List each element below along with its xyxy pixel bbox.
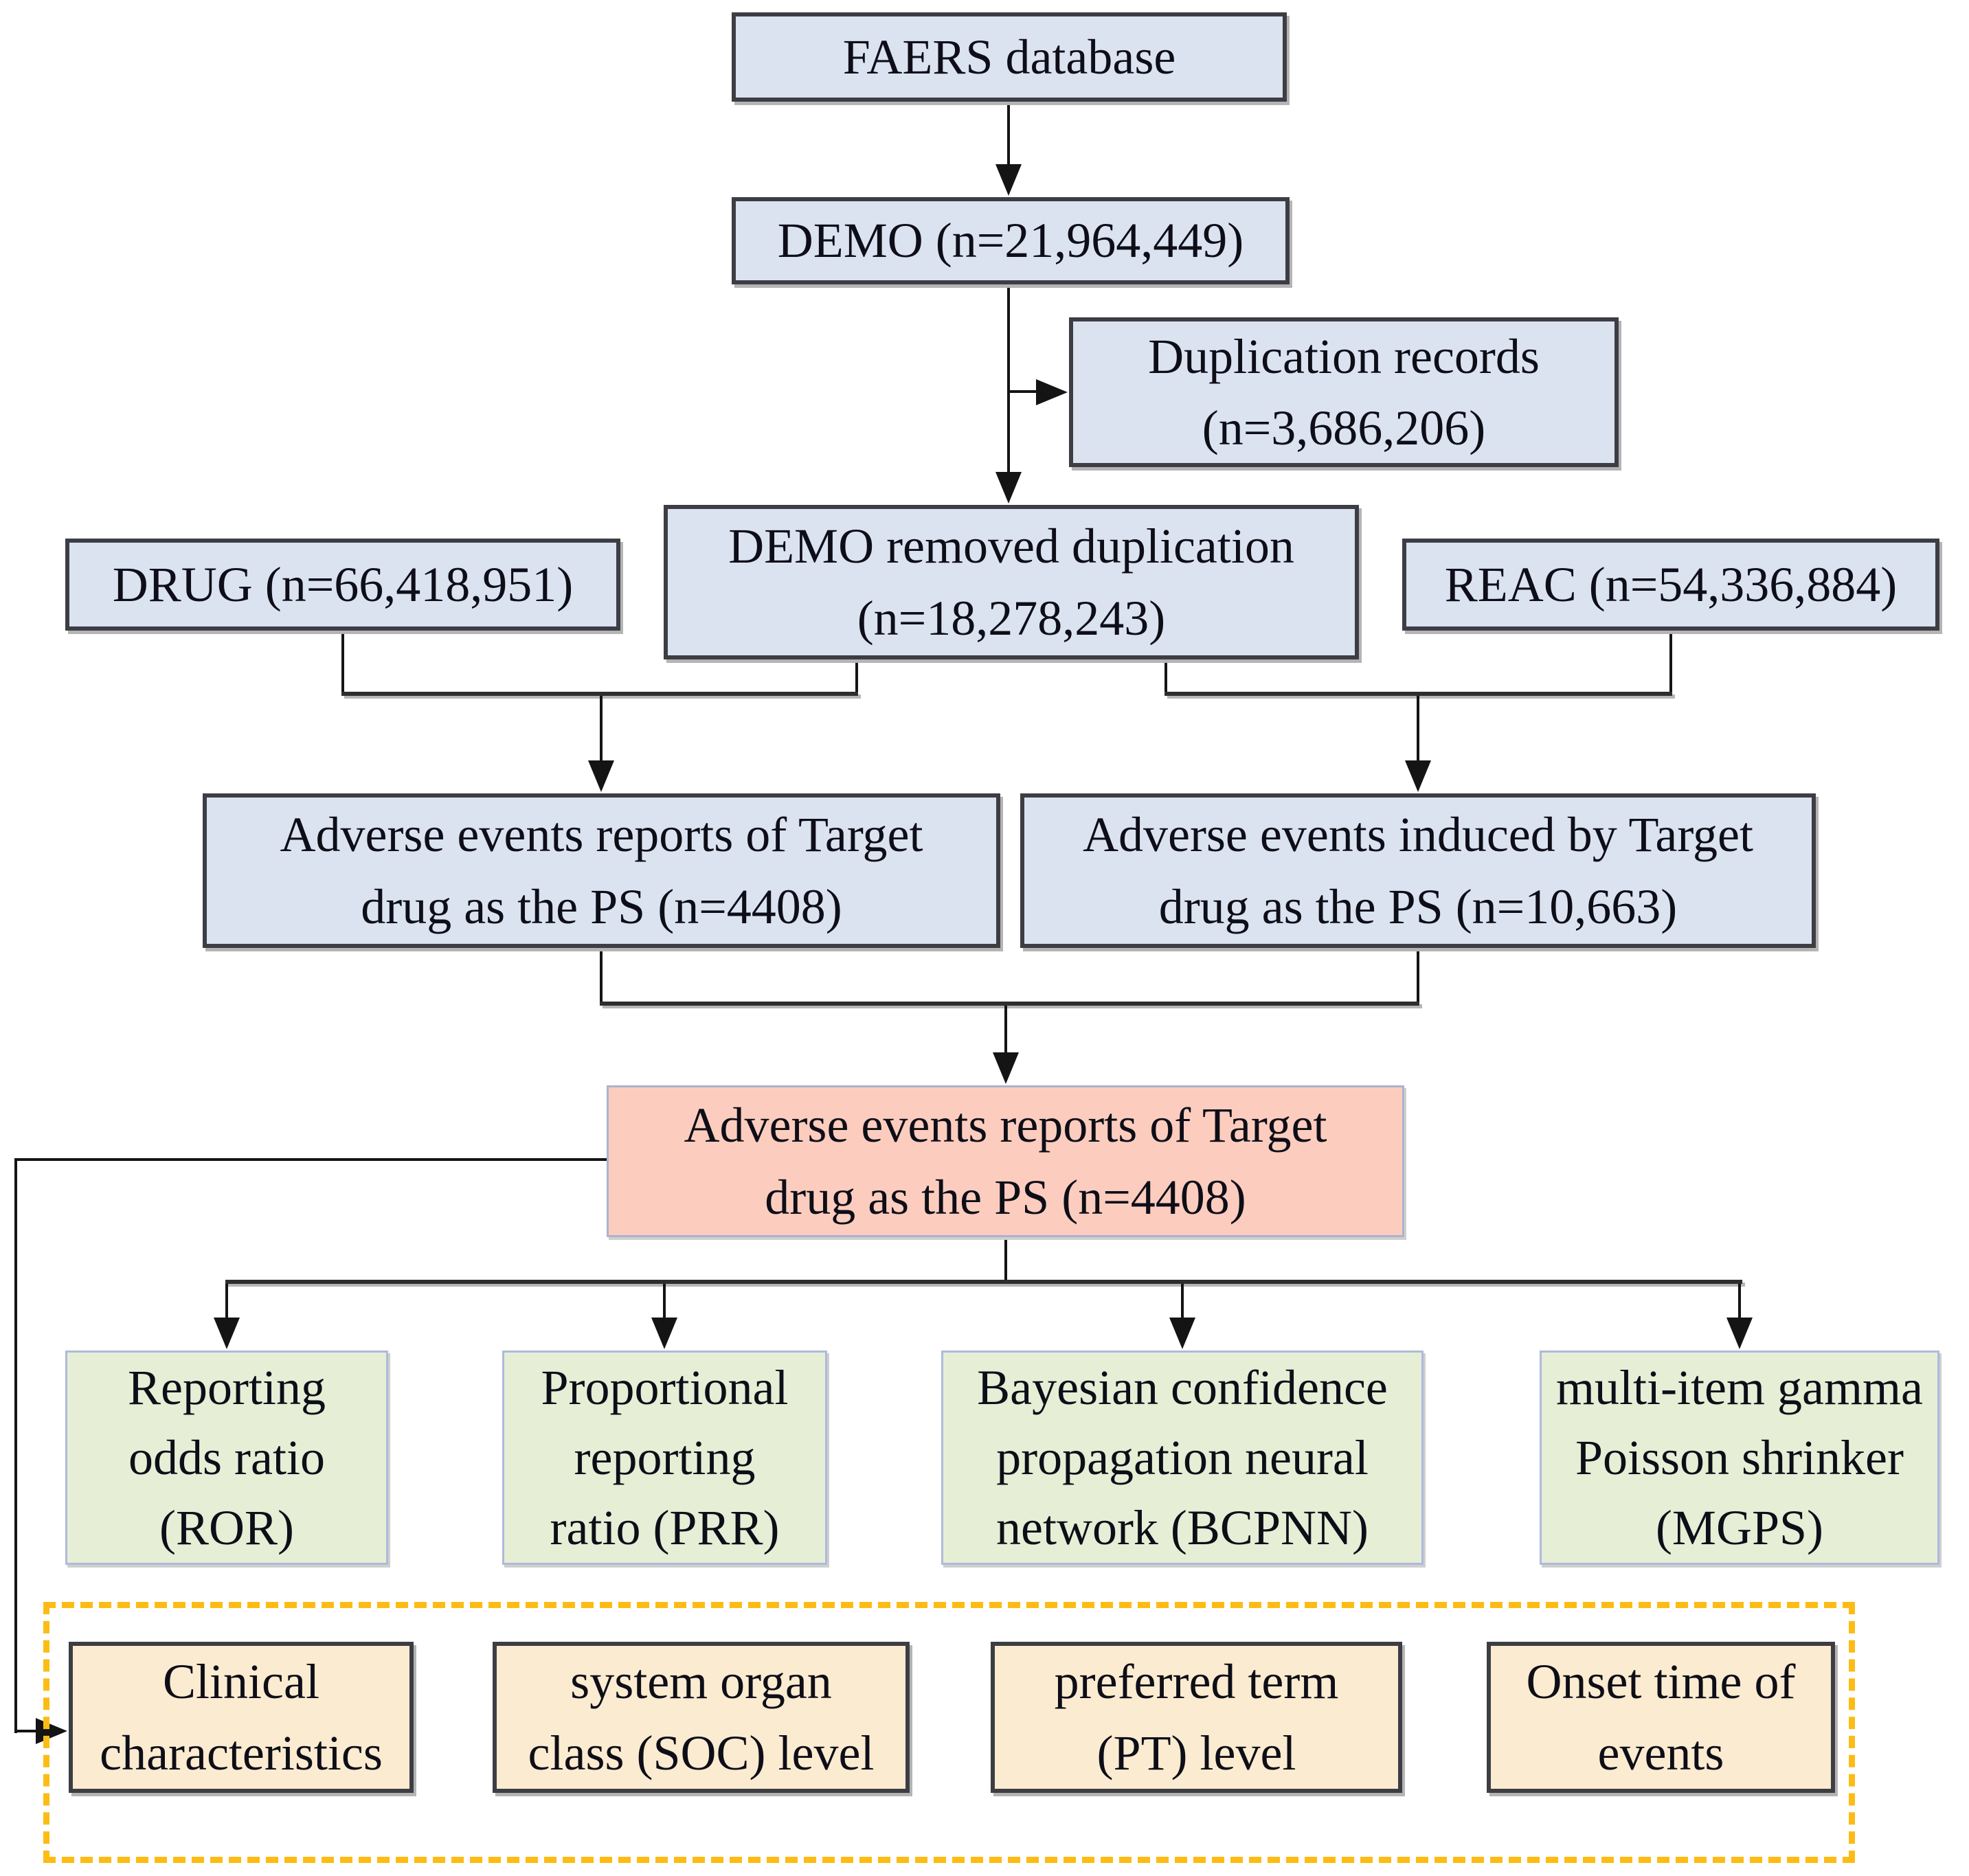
edge-pink-left-line (14, 1158, 607, 1161)
edge-branch-mgps-arrowhead (1726, 1318, 1753, 1349)
edge-demoremoved-leftjoin-line (855, 659, 858, 696)
edge-merge-pink-arrowhead (993, 1052, 1019, 1084)
node-mgps: multi-item gamma Poisson shrinker (MGPS) (1540, 1351, 1939, 1565)
analysis-group-dashed-outline (43, 1602, 1855, 1863)
edge-left-vertical-line (14, 1158, 17, 1733)
branch-horizontal-line (225, 1280, 1742, 1284)
node-soc-level: system organ class (SOC) level (493, 1642, 910, 1793)
edge-left-clinical-line (14, 1730, 38, 1732)
node-ror: Reporting odds ratio (ROR) (65, 1351, 388, 1565)
edge-demo-demoremoved-line (1007, 284, 1010, 475)
edge-faers-demo-arrowhead (995, 164, 1022, 196)
edge-branch-bcpnn-line (1181, 1284, 1184, 1319)
joint-left-horizontal-line (341, 692, 858, 696)
node-clinical-characteristics: Clinical characteristics (69, 1642, 414, 1793)
edge-branch-prr-arrowhead (651, 1318, 677, 1349)
edge-demo-duplication-line (1007, 390, 1037, 393)
edge-join-aereports-arrowhead (588, 760, 614, 792)
edge-join-aeinduced-arrowhead (1405, 760, 1431, 792)
edge-demo-demoremoved-arrowhead (995, 472, 1022, 504)
edge-join-aeinduced-line (1417, 696, 1419, 762)
node-demo: DEMO (n=21,964,449) (732, 197, 1290, 284)
edge-join-aereports-line (600, 696, 603, 762)
edge-aeinduced-merge-line (1417, 948, 1419, 1006)
edge-branch-ror-arrowhead (214, 1318, 240, 1349)
merge-horizontal-line (600, 1002, 1419, 1006)
edge-merge-pink-line (1004, 1006, 1007, 1054)
node-demo-removed-duplication: DEMO removed duplication (n=18,278,243) (664, 505, 1359, 659)
node-bcpnn: Bayesian confidence propagation neural n… (941, 1351, 1424, 1565)
edge-branch-ror-line (225, 1284, 228, 1319)
node-adverse-events-reports-target: Adverse events reports of Target drug as… (203, 793, 1000, 948)
edge-drug-join-line (341, 631, 344, 696)
node-faers-database: FAERS database (732, 12, 1287, 102)
node-pt-level: preferred term (PT) level (991, 1642, 1402, 1793)
edge-demo-duplication-arrowhead (1036, 379, 1068, 405)
edge-demoremoved-rightjoin-line (1164, 659, 1167, 696)
node-adverse-events-target-ps: Adverse events reports of Target drug as… (607, 1085, 1404, 1237)
edge-faers-demo-line (1007, 102, 1010, 166)
edge-left-clinical-arrowhead (36, 1718, 67, 1744)
edge-branch-bcpnn-arrowhead (1169, 1318, 1195, 1349)
edge-branch-prr-line (663, 1284, 666, 1319)
node-adverse-events-induced-target: Adverse events induced by Target drug as… (1020, 793, 1816, 948)
edge-branch-mgps-line (1738, 1284, 1741, 1319)
joint-right-horizontal-line (1164, 692, 1672, 696)
node-duplication-records: Duplication records (n=3,686,206) (1069, 317, 1619, 467)
node-onset-time-of-events: Onset time of events (1487, 1642, 1835, 1793)
edge-pink-branch-line (1004, 1237, 1007, 1284)
node-reac: REAC (n=54,336,884) (1402, 539, 1939, 631)
node-prr: Proportional reporting ratio (PRR) (502, 1351, 827, 1565)
edge-reac-join-line (1669, 631, 1672, 696)
node-drug: DRUG (n=66,418,951) (65, 539, 620, 631)
edge-aereports-merge-line (600, 948, 603, 1006)
